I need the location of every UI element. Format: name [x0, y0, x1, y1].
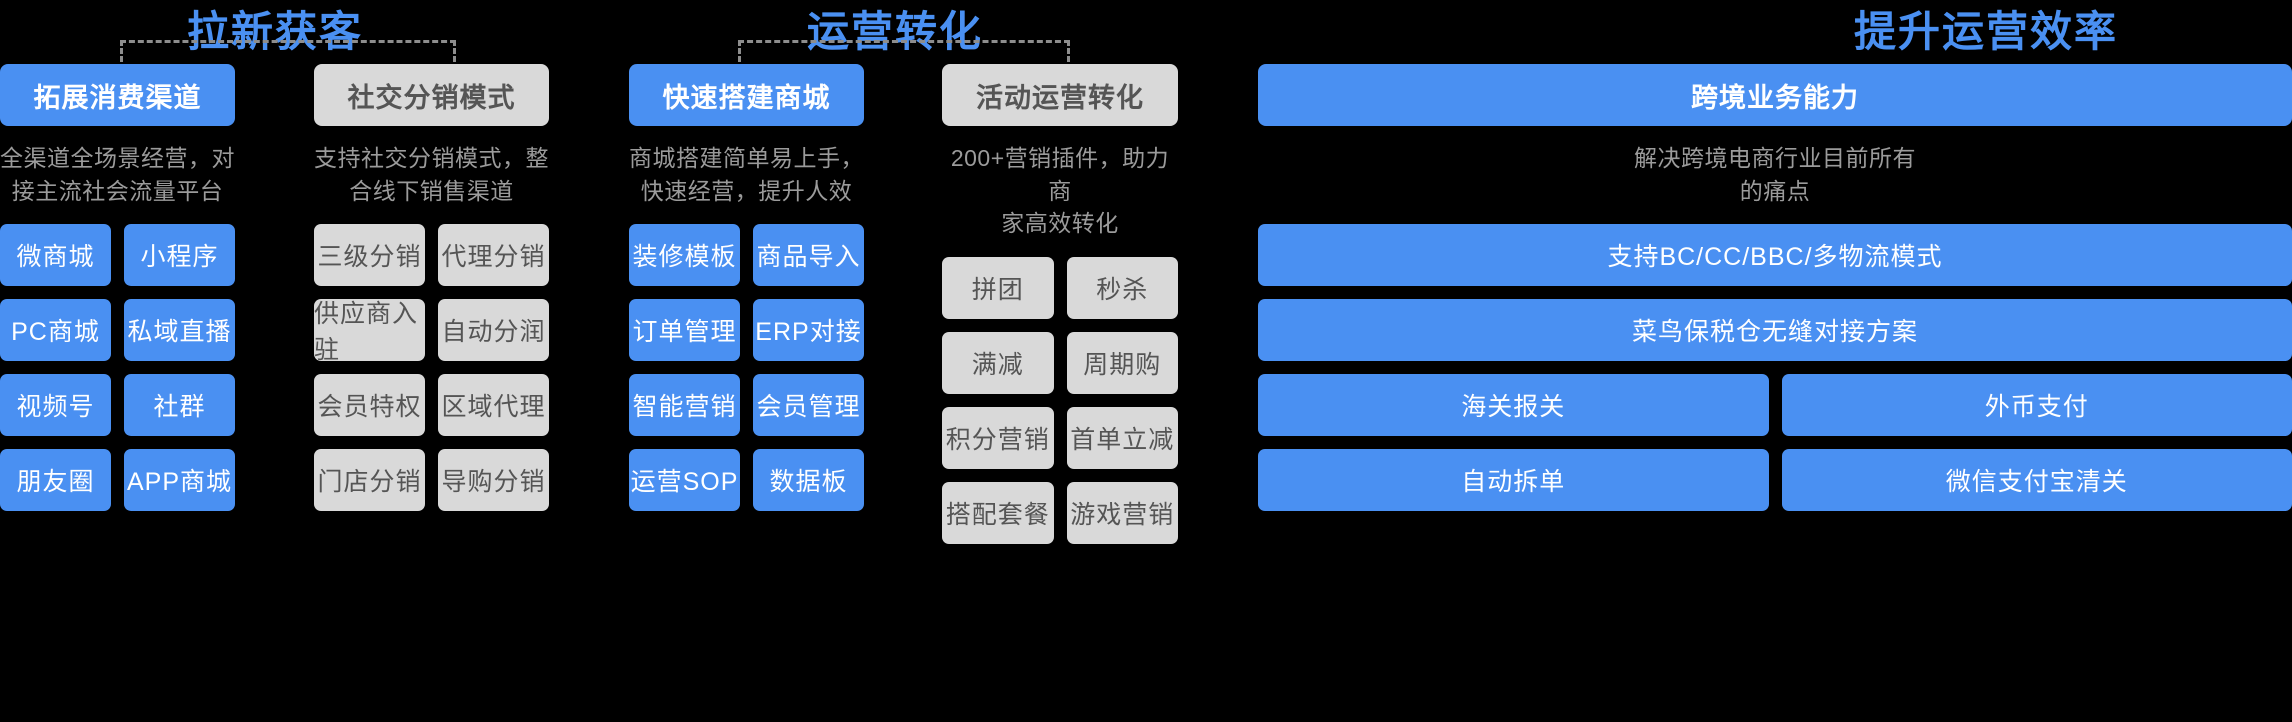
feature-tag[interactable]: 搭配套餐: [942, 481, 1054, 544]
description-line: 合线下销售渠道: [349, 177, 514, 204]
card-description-mall-builder: 商城搭建简单易上手， 快速经营，提升人效: [629, 142, 864, 207]
feature-tag[interactable]: 三级分销: [314, 224, 425, 287]
feature-tag[interactable]: 积分营销: [942, 406, 1054, 469]
feature-tag[interactable]: APP商城: [124, 449, 235, 512]
feature-tag[interactable]: 供应商入驻: [314, 299, 425, 364]
feature-tag[interactable]: 会员管理: [753, 374, 864, 437]
description-line: 支持社交分销模式，整: [314, 145, 549, 171]
feature-tag[interactable]: 社群: [124, 374, 235, 437]
feature-tag[interactable]: 自动拆单: [1258, 449, 1769, 512]
feature-tag[interactable]: 拼团: [942, 256, 1054, 319]
card-title-campaign-ops[interactable]: 活动运营转化: [942, 64, 1178, 126]
feature-tag[interactable]: 朋友圈: [0, 449, 111, 512]
tag-grid-cross-border: 支持BC/CC/BBC/多物流模式菜鸟保税仓无缝对接方案海关报关外币支付自动拆单…: [1258, 224, 2292, 512]
feature-tag[interactable]: 视频号: [0, 374, 111, 437]
feature-tag[interactable]: 会员特权: [314, 374, 425, 437]
feature-tag[interactable]: 订单管理: [629, 299, 740, 362]
card-title-social-distribution[interactable]: 社交分销模式: [314, 64, 549, 126]
feature-tag[interactable]: 外币支付: [1781, 374, 2292, 437]
feature-tag[interactable]: 小程序: [124, 224, 235, 287]
feature-tag[interactable]: 私域直播: [124, 299, 235, 362]
column-cross-border: 跨境业务能力解决跨境电商行业目前所有的痛点支持BC/CC/BBC/多物流模式菜鸟…: [1258, 64, 2292, 512]
card-description-cross-border: 解决跨境电商行业目前所有的痛点: [1258, 142, 2292, 207]
card-title-mall-builder[interactable]: 快速搭建商城: [629, 64, 864, 126]
feature-tag[interactable]: 商品导入: [753, 224, 864, 287]
feature-tag[interactable]: 数据板: [753, 449, 864, 512]
description-line: 的痛点: [1739, 177, 1811, 204]
card-title-channels[interactable]: 拓展消费渠道: [0, 64, 235, 126]
group-title-efficiency: 提升运营效率: [1853, 8, 2118, 55]
feature-tag[interactable]: 菜鸟保税仓无缝对接方案: [1258, 299, 2292, 362]
card-title-cross-border[interactable]: 跨境业务能力: [1258, 64, 2292, 126]
description-line: 全渠道全场景经营，对: [0, 145, 235, 171]
bracket-connector-conversion: [738, 40, 1070, 62]
feature-tag[interactable]: 智能营销: [629, 374, 740, 437]
tag-grid-social-distribution: 三级分销代理分销供应商入驻自动分润会员特权区域代理门店分销导购分销: [314, 224, 549, 512]
feature-tag[interactable]: 区域代理: [438, 374, 549, 437]
card-description-channels: 全渠道全场景经营，对接主流社会流量平台: [0, 142, 235, 207]
group-title-acquisition: 拉新获客: [186, 8, 363, 55]
feature-tag[interactable]: 秒杀: [1066, 256, 1178, 319]
feature-tag[interactable]: 代理分销: [438, 224, 549, 287]
description-line: 商城搭建简单易上手，: [629, 145, 864, 171]
feature-tag[interactable]: 满减: [942, 331, 1054, 394]
feature-tag[interactable]: 微信支付宝清关: [1781, 449, 2292, 512]
feature-tag[interactable]: 门店分销: [314, 449, 425, 512]
feature-tag[interactable]: 游戏营销: [1066, 481, 1178, 544]
bracket-connector-acquisition: [120, 40, 456, 62]
feature-tag[interactable]: 装修模板: [629, 224, 740, 287]
feature-tag[interactable]: 周期购: [1066, 331, 1178, 394]
feature-tag[interactable]: 导购分销: [438, 449, 549, 512]
card-description-campaign-ops: 200+营销插件，助力商家高效转化: [942, 142, 1178, 240]
feature-tag[interactable]: 自动分润: [438, 299, 549, 362]
feature-tag[interactable]: PC商城: [0, 299, 111, 362]
feature-tag[interactable]: 首单立减: [1066, 406, 1178, 469]
description-line: 200+营销插件，助力商: [950, 145, 1170, 204]
feature-tag[interactable]: 运营SOP: [629, 449, 740, 512]
description-line: 快速经营，提升人效: [640, 177, 853, 204]
feature-tag[interactable]: 微商城: [0, 224, 111, 287]
column-campaign-ops: 活动运营转化 200+营销插件，助力商家高效转化拼团秒杀满减周期购积分营销首单立减…: [942, 64, 1178, 544]
group-title-conversion: 运营转化: [806, 8, 983, 55]
feature-tag[interactable]: 支持BC/CC/BBC/多物流模式: [1258, 224, 2292, 287]
feature-tag[interactable]: 海关报关: [1258, 374, 1769, 437]
description-line: 解决跨境电商行业目前所有: [1634, 145, 1916, 171]
tag-grid-campaign-ops: 拼团秒杀满减周期购积分营销首单立减搭配套餐游戏营销: [942, 256, 1178, 544]
feature-tag[interactable]: ERP对接: [753, 299, 864, 362]
description-line: 家高效转化: [1001, 210, 1119, 237]
column-social-distribution: 社交分销模式支持社交分销模式，整合线下销售渠道三级分销代理分销供应商入驻自动分润…: [314, 64, 549, 512]
description-line: 接主流社会流量平台: [11, 177, 224, 204]
card-description-social-distribution: 支持社交分销模式，整合线下销售渠道: [314, 142, 549, 207]
